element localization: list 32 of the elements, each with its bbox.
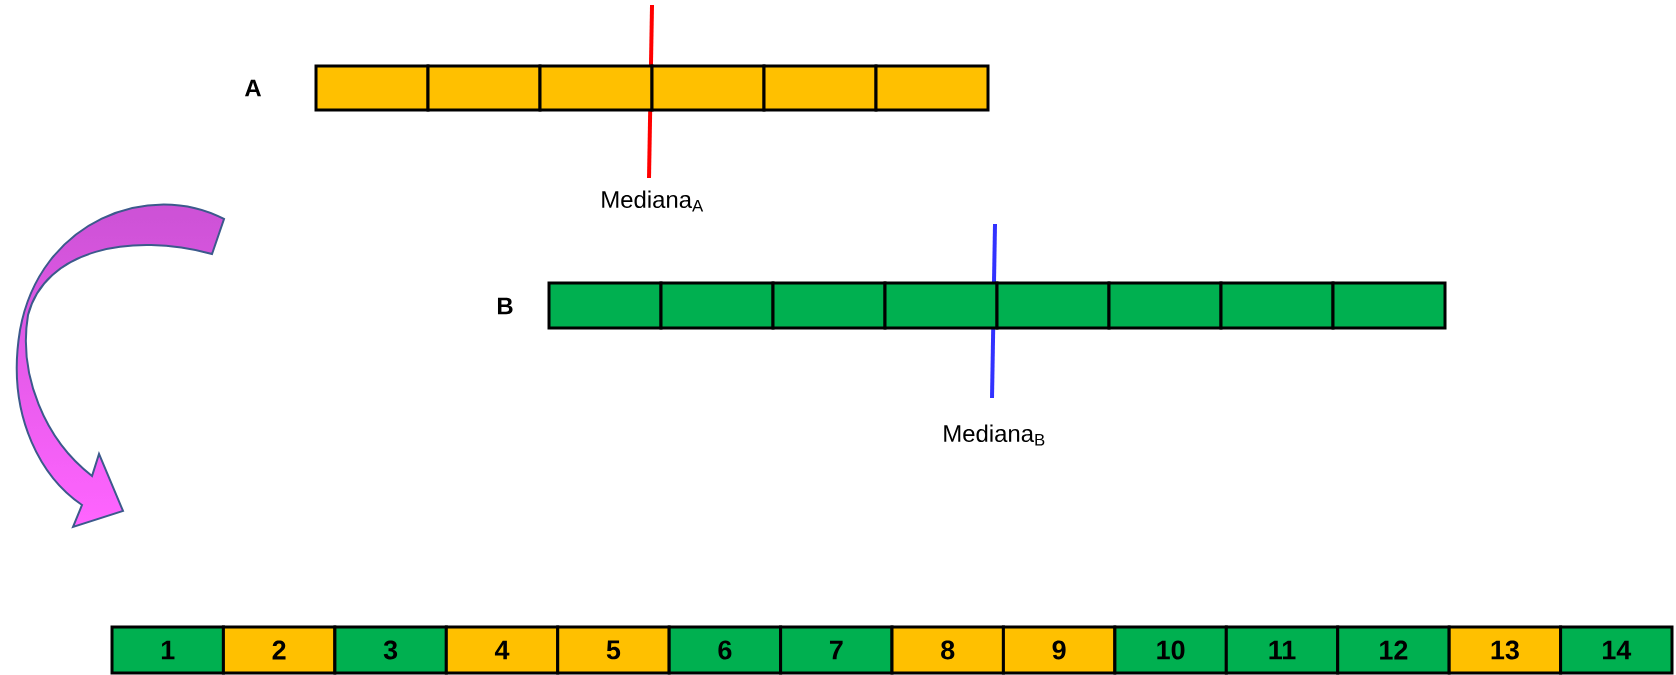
bar-cell [1219,281,1335,330]
bar-cell [1107,281,1223,330]
bar-cell: 14 [1559,625,1674,675]
bar-cell: 8 [890,625,1005,675]
bar-cell: 13 [1447,625,1563,675]
bar-cell [659,281,775,330]
bar-letter: A [245,79,261,97]
median-label: Mediana$_{B}$ [944,424,1045,446]
bar-cell: 9 [1001,625,1117,675]
bar-letter: B [497,297,513,315]
bar-cell: 6 [667,625,783,675]
bar-cell: 10 [1113,625,1228,675]
median-label: Mediana$_{A}$ [602,190,704,212]
bar-cell: 3 [333,625,448,675]
bar-cell [762,64,878,112]
bar-cell: 1 [110,625,225,675]
bar-cell: 7 [779,625,894,675]
bar-cell [883,281,999,330]
bar-cell [771,281,887,330]
bar-cell: 12 [1336,625,1451,675]
bar-cell [650,64,766,112]
bar-cell [874,64,990,112]
bar-cell: 5 [556,625,671,675]
bar-cell [538,64,654,112]
bar-cell [547,281,663,330]
bar-cell: 2 [221,625,337,675]
bar-cell [426,64,542,112]
bar-cell: 4 [444,625,560,675]
bar-cell [314,64,430,112]
bar-cell [1331,281,1447,330]
bar-cell: 11 [1224,625,1340,675]
bar-cell [995,281,1111,330]
